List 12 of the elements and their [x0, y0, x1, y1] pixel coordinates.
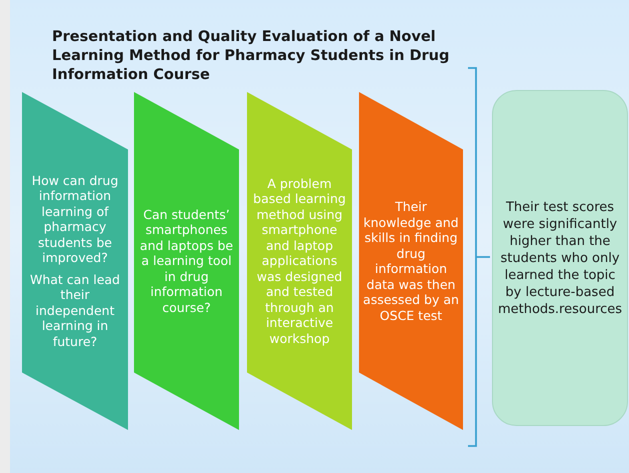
result-box [492, 90, 628, 426]
chevron-shape [247, 92, 352, 430]
chevron-shape [22, 92, 128, 430]
title: Presentation and Quality Evaluation of a Novel Learning Method for Pharmacy Students in Drug Information Course [52, 28, 450, 85]
node-text: What can lead their independent learning in future? [28, 272, 121, 350]
node-text: Can students’ smartphones and laptops be a learning tool in drug information course? [138, 206, 234, 316]
node-text: A problem based learning method using smartphone and laptop applications was designed and tested through an interactive workshop [252, 176, 347, 346]
node-text: Their test scores were significantly higher than the students who only learned the topic by lecture-based methods.resources [498, 198, 622, 318]
node-text: Their knowledge and skills in finding drug information data was then assessed by an OSCE test [362, 199, 460, 323]
chevron-shape [359, 92, 463, 430]
node-text: How can drug information learning of pharmacy students be improved? [30, 172, 120, 266]
chevron-shape [134, 92, 239, 430]
